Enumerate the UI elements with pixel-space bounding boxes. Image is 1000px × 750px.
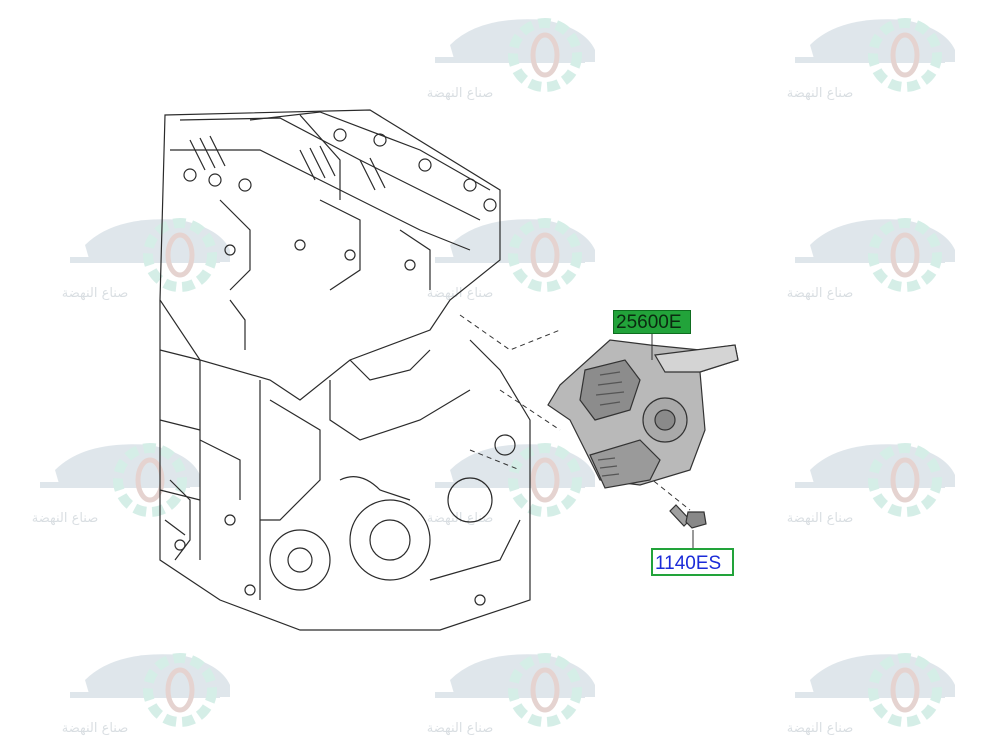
engine-block-drawing	[159, 109, 531, 631]
watermark-text: صناع النهضة	[426, 86, 494, 101]
car-wheel-gear-logo-icon	[435, 443, 595, 517]
car-wheel-gear-logo-icon	[795, 218, 955, 292]
watermark: صناع النهضة	[755, 0, 955, 110]
leader-lines	[651, 334, 694, 548]
car-wheel-gear-logo-icon	[435, 653, 595, 727]
watermark-text: صناع النهضة	[786, 86, 854, 101]
car-wheel-gear-logo-icon	[40, 443, 200, 517]
watermark-text: صناع النهضة	[426, 286, 494, 301]
bolt-drawing	[669, 504, 707, 529]
watermark: صناع النهضة	[395, 635, 595, 745]
car-wheel-gear-logo-icon	[70, 218, 230, 292]
watermark-text: صناع النهضة	[61, 286, 129, 301]
watermark-text: صناع النهضة	[426, 511, 494, 526]
car-wheel-gear-logo-icon	[435, 18, 595, 92]
car-wheel-gear-logo-icon	[435, 218, 595, 292]
watermark: صناع النهضة	[395, 0, 595, 110]
car-wheel-gear-logo-icon	[795, 18, 955, 92]
watermark: صناع النهضة	[395, 425, 595, 535]
watermark-text: صناع النهضة	[426, 721, 494, 736]
car-wheel-gear-logo-icon	[795, 443, 955, 517]
watermark-text: صناع النهضة	[61, 721, 129, 736]
watermark-text: صناع النهضة	[31, 511, 99, 526]
part-label-1140ES[interactable]: 1140ES	[651, 548, 734, 576]
watermark-text: صناع النهضة	[786, 286, 854, 301]
water-pump-assembly-drawing	[547, 339, 739, 489]
car-wheel-gear-logo-icon	[70, 653, 230, 727]
watermark: صناع النهضة	[755, 425, 955, 535]
part-label-25600E[interactable]: 25600E	[613, 310, 691, 334]
watermark: صناع النهضة	[395, 200, 595, 310]
watermark: صناع النهضة	[755, 200, 955, 310]
watermark: صناع النهضة	[0, 425, 200, 535]
watermark: صناع النهضة	[30, 200, 230, 310]
watermark-text: صناع النهضة	[786, 721, 854, 736]
car-wheel-gear-logo-icon	[795, 653, 955, 727]
watermark: صناع النهضة	[755, 635, 955, 745]
watermark-text: صناع النهضة	[786, 511, 854, 526]
watermark: صناع النهضة	[30, 635, 230, 745]
